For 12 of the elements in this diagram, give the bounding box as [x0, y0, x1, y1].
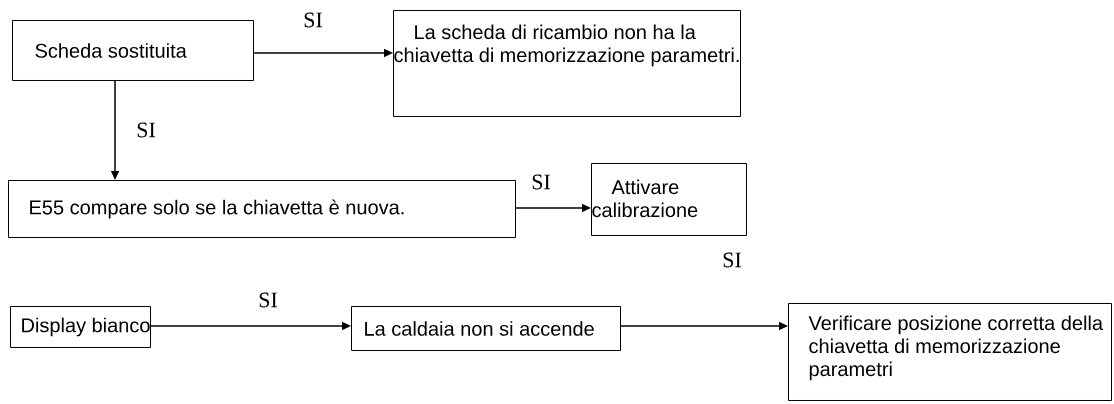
process-box: La scheda di ricambio non ha la chiavetta di memorizzazione parametri. — [393, 10, 741, 117]
edge-label: SI — [721, 251, 743, 269]
process-box: Scheda sostituita — [12, 20, 254, 81]
process-box: Attivare calibrazione — [591, 163, 747, 236]
edge-label: SI — [530, 173, 552, 191]
edge-label: SI — [135, 121, 157, 139]
process-box: Display bianco — [10, 306, 151, 348]
edge-label: SI — [302, 11, 324, 29]
process-box: La caldaia non si accende — [351, 306, 621, 351]
process-box: Verificare posizione corretta della chiavetta di memorizzazione parametri — [788, 303, 1112, 401]
process-box: E55 compare solo se la chiavetta è nuova. — [8, 180, 516, 238]
edge-label: SI — [257, 291, 279, 309]
